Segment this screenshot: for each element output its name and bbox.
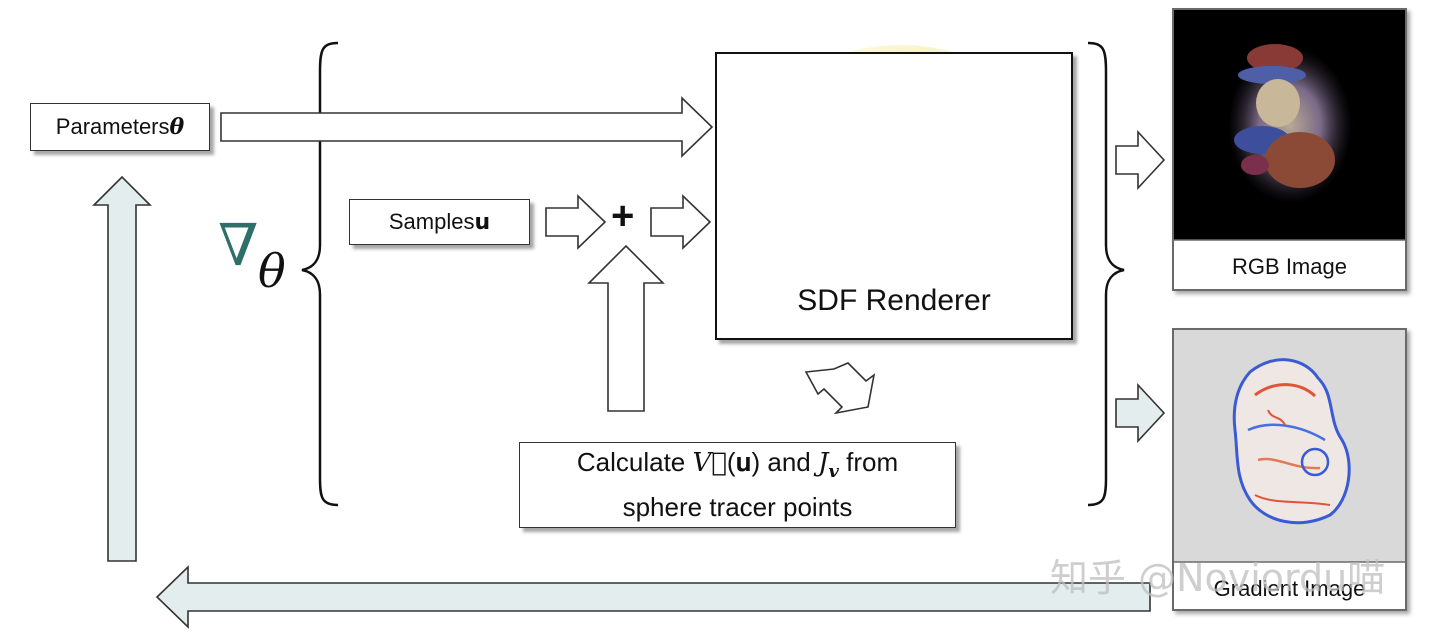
rgb-image-panel: RGB Image — [1172, 8, 1407, 291]
vector-v-symbol: V⃗ — [692, 448, 727, 479]
to-rgb-arrow — [1115, 129, 1166, 191]
rgb-image — [1174, 10, 1405, 240]
nabla-theta-subscript: θ — [258, 244, 286, 298]
samples-to-plus-arrow — [545, 194, 607, 250]
calculate-line-2: sphere tracer points — [622, 491, 853, 522]
sdf-renderer-title: SDF Renderer — [797, 284, 991, 317]
parameters-theta-symbol: θ — [169, 114, 185, 140]
watermark: 知乎 @Noviordu喵 — [1050, 556, 1386, 600]
params-to-renderer-arrow — [220, 96, 714, 158]
update-parameters-arrow — [92, 175, 152, 562]
gradient-image-panel: Gradient Image — [1172, 328, 1407, 611]
plus-to-renderer-arrow — [650, 194, 712, 250]
nabla-symbol: ∇ — [218, 211, 259, 279]
samples-box: Samples u — [349, 199, 530, 245]
gradient-feedback-arrow — [155, 565, 1151, 629]
parameters-box: Parameters θ — [30, 103, 210, 151]
right-brace — [1087, 41, 1125, 507]
rgb-image-caption: RGB Image — [1232, 254, 1347, 279]
samples-label: Samples — [388, 209, 475, 234]
plus-sign: + — [611, 194, 635, 238]
calculate-box: Calculate V⃗(𝐮) and Jv from sphere trace… — [519, 442, 956, 528]
gradient-image — [1174, 330, 1405, 562]
argument-u: (𝐮) — [726, 447, 761, 478]
to-gradient-arrow — [1115, 382, 1166, 444]
jacobian-symbol: J — [817, 448, 829, 479]
sdf-renderer-box: SDF Renderer — [715, 52, 1073, 340]
parameters-label: Parameters — [55, 114, 170, 139]
samples-u-symbol: u — [474, 209, 491, 235]
renderer-to-calc-arrow — [804, 362, 876, 415]
calc-to-plus-arrow — [587, 244, 665, 412]
gradient-image-caption: Gradient Image — [1213, 576, 1366, 601]
calculate-line-1: Calculate V⃗(𝐮) and Jv from — [576, 447, 899, 483]
jacobian-subscript: v — [828, 461, 839, 483]
left-brace — [301, 41, 339, 507]
